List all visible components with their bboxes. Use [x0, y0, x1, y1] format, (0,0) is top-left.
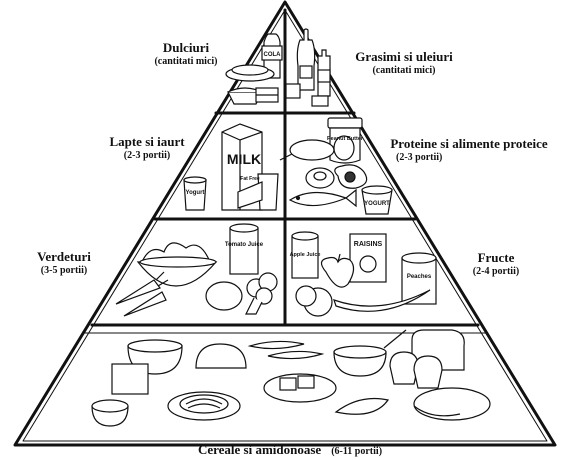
salad-bowl-icon [136, 242, 218, 287]
label-grains: Cereale si amidonoase (6-11 portii) [140, 441, 440, 459]
oil-bottle-icon [296, 28, 316, 91]
tomato-juice-can-icon [229, 223, 259, 275]
label-protein: Proteine si alimente proteice (2-3 porti… [384, 136, 554, 163]
label-sweets: Dulciuri (cantitati mici) [138, 40, 234, 67]
broccoli-icon [245, 272, 278, 315]
label-fruits-servings: (2-4 portii) [472, 265, 520, 277]
label-grains-servings: (6-11 portii) [331, 446, 383, 457]
ham-icon [279, 139, 335, 161]
label-vegetables-title: Verdeturi [37, 249, 91, 264]
pea-pods-icon [247, 340, 325, 360]
yogurt-cup-icon [183, 176, 207, 211]
label-vegetables: Verdeturi (3-5 portii) [24, 249, 104, 276]
crackers-plate-icon [263, 373, 337, 403]
grain-bowl-icon [91, 399, 129, 427]
milk-carton-sublabel: Fat Free [240, 176, 260, 182]
cheese-icon [237, 181, 263, 209]
yogurt-cup-label: Yogurt [186, 190, 205, 196]
apple-juice-can-icon [291, 231, 319, 279]
muffins-icon [389, 351, 443, 389]
pyramid-outline [13, 0, 557, 447]
peaches-label: Peaches [407, 274, 432, 280]
pie-icon [227, 87, 263, 105]
label-grains-title: Cereale si amidonoase [197, 442, 322, 457]
cookie-plate-icon [225, 64, 275, 82]
orange-icon [295, 285, 333, 317]
pear-icon [333, 135, 355, 161]
potato-icon [205, 281, 243, 311]
label-fats: Grasimi si uleiuri (cantitati mici) [344, 49, 464, 76]
tomato-juice-label: Tomato Juice [225, 242, 264, 248]
label-vegetables-servings: (3-5 portii) [40, 264, 88, 276]
label-sweets-title: Dulciuri [162, 40, 210, 55]
carrot-icon [115, 271, 169, 317]
sweet-potato-icon [334, 397, 390, 415]
butter-icon [285, 83, 329, 107]
yogurt-tub-icon [361, 185, 393, 215]
dressing-bottle-icon [317, 49, 331, 97]
bread-loaf-icon [195, 343, 247, 369]
label-sweets-servings: (cantitati mici) [154, 55, 218, 67]
apple-juice-label: Apple Juice [290, 252, 321, 258]
tortilla-icon [413, 387, 491, 421]
label-dairy: Lapte si iaurt (2-3 portii) [92, 134, 202, 161]
cereal-box-icon [111, 363, 149, 395]
cola-bottle-icon [261, 33, 283, 79]
peanut-butter-label-line1: Peanut Butter [327, 136, 364, 142]
label-protein-title: Proteine si alimente proteice [390, 136, 548, 151]
label-fruits-title: Fructe [477, 250, 515, 265]
raisins-label: RAISINS [354, 241, 383, 248]
label-dairy-servings: (2-3 portii) [123, 149, 171, 161]
soup-bowl-icon [333, 329, 407, 377]
peanut-butter-label: Peanut Butter [327, 136, 364, 142]
banana-icon [333, 289, 431, 312]
pasta-plate-icon [167, 391, 241, 421]
nuts-icon [305, 167, 335, 189]
milk-carton-label: MILK [227, 151, 261, 167]
cake-icon [255, 87, 279, 103]
label-fats-servings: (cantitati mici) [372, 64, 436, 76]
fish-icon [288, 188, 357, 208]
egg-icon [334, 164, 368, 189]
label-fats-title: Grasimi si uleiuri [355, 49, 453, 64]
label-fruits: Fructe (2-4 portii) [456, 250, 536, 277]
raisins-box-icon [349, 233, 387, 283]
yogurt-tub-label: YOGURT [364, 201, 390, 207]
pyramid-inner-outline [22, 9, 548, 442]
label-dairy-title: Lapte si iaurt [109, 134, 185, 149]
label-protein-servings: (2-3 portii) [396, 151, 443, 163]
apple-icon [320, 253, 355, 288]
cola-label: COLA [264, 52, 282, 58]
